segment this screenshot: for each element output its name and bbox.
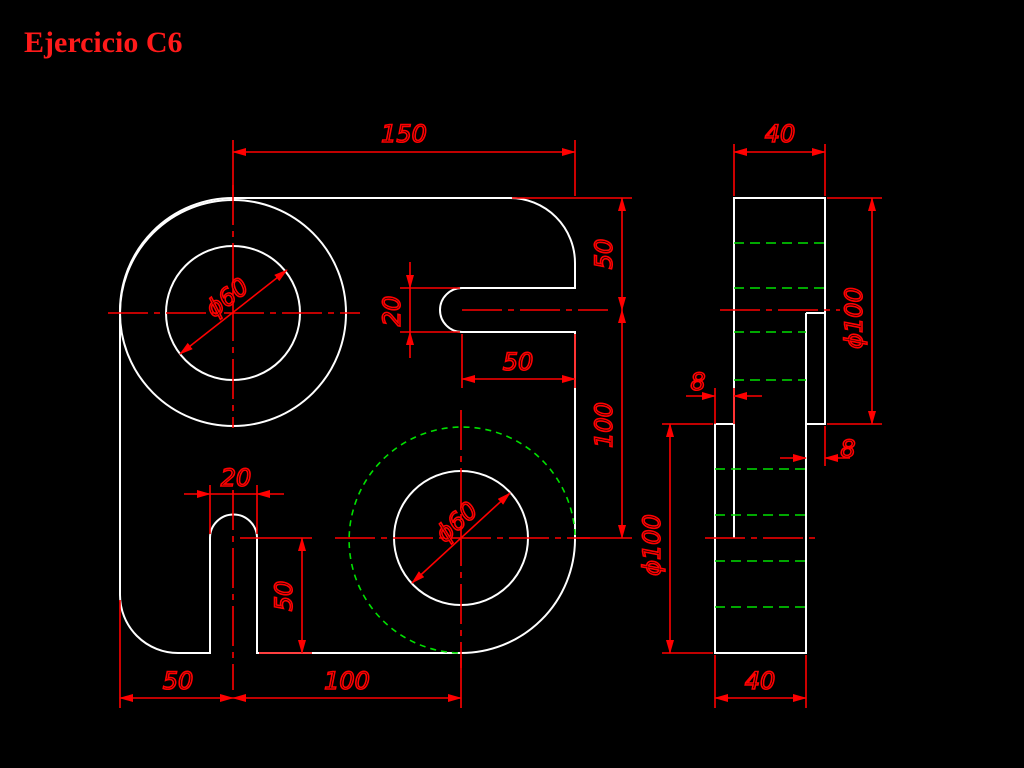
front-outline: [118, 197, 576, 654]
side-view: 40 ϕ100 8 8 ϕ100 40: [637, 119, 882, 708]
dim-side-bottom-width: 40: [745, 667, 776, 695]
page-title: Ejercicio C6: [24, 26, 183, 59]
dim-bottom-right: 100: [324, 667, 370, 695]
dim-side-upper-diameter: ϕ100: [840, 287, 868, 349]
dim-right-top-height: 50: [590, 239, 618, 270]
front-view: 150 50 100 20 50 ϕ60 ϕ60 20: [108, 119, 632, 708]
dim-side-upper-offset: 8: [690, 368, 705, 396]
dim-lower-circle-diameter: ϕ60: [430, 496, 483, 548]
side-outline: [714, 197, 826, 654]
dim-top-width: 150: [381, 120, 427, 148]
dim-right-height: 100: [590, 402, 618, 448]
dim-upper-circle-diameter: ϕ60: [200, 272, 254, 323]
dim-lower-slot-width: 20: [221, 464, 252, 492]
dim-upper-slot-width: 20: [378, 296, 406, 327]
dim-side-top-width: 40: [765, 120, 796, 148]
lower-boss-hidden-arc: [348, 426, 576, 654]
dim-side-lower-diameter: ϕ100: [638, 514, 666, 576]
dim-bottom-left: 50: [163, 667, 194, 695]
dim-lower-slot-depth: 50: [270, 581, 298, 612]
dim-upper-slot-depth: 50: [503, 348, 534, 376]
dim-side-lower-offset: 8: [840, 435, 855, 463]
